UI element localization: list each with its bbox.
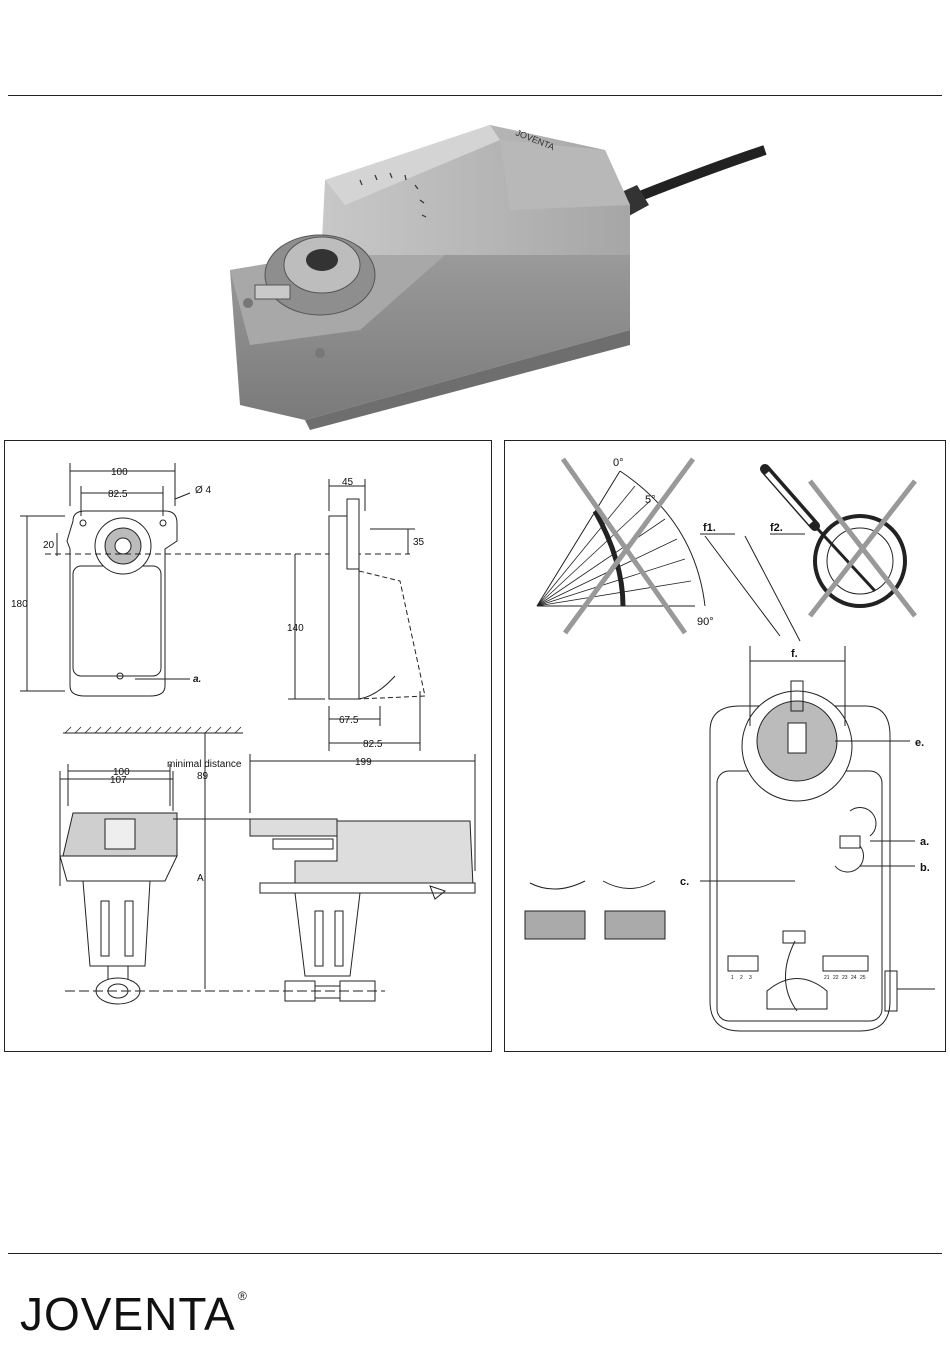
dim-67-5: 67.5 bbox=[339, 715, 359, 726]
footer-rule bbox=[8, 1253, 942, 1254]
terminal-25: 25 bbox=[860, 975, 866, 981]
header-rule bbox=[8, 95, 942, 96]
dim-180: 180 bbox=[11, 599, 28, 610]
label-f1: f1. bbox=[703, 522, 716, 534]
label-e: e. bbox=[915, 737, 924, 749]
label-f2: f2. bbox=[770, 522, 783, 534]
dimension-drawing: 100 82.5 Ø 4 20 180 a. 45 35 140 67.5 82… bbox=[4, 440, 492, 1052]
label-a: a. bbox=[920, 836, 929, 848]
terminal-22: 22 bbox=[833, 975, 839, 981]
min-distance-value: 89 bbox=[197, 771, 209, 782]
terminal-21: 21 bbox=[824, 975, 830, 981]
logo-registered: ® bbox=[238, 1289, 247, 1303]
label-b: b. bbox=[920, 862, 930, 874]
dim-140: 140 bbox=[287, 623, 304, 634]
dim-199: 199 bbox=[355, 757, 372, 768]
terminal-24: 24 bbox=[851, 975, 857, 981]
dim-hole-dia: Ø 4 bbox=[195, 485, 212, 496]
dim-20: 20 bbox=[43, 540, 55, 551]
dim-35: 35 bbox=[413, 537, 425, 548]
dim-82-5-top: 82.5 bbox=[108, 489, 128, 500]
terminal-1: 1 bbox=[731, 975, 734, 981]
dim-82-5-side: 82.5 bbox=[363, 739, 383, 750]
actuator-photo: JOVENTA bbox=[210, 105, 770, 430]
angle-90: 90° bbox=[697, 616, 714, 628]
min-distance-label: minimal distance bbox=[167, 759, 242, 770]
label-c: c. bbox=[680, 876, 689, 888]
dim-45: 45 bbox=[342, 477, 354, 488]
angle-5: 5° bbox=[645, 494, 656, 506]
logo-text: JOVENTA bbox=[20, 1288, 236, 1340]
terminal-23: 23 bbox=[842, 975, 848, 981]
dim-A: A bbox=[197, 873, 204, 884]
joventa-logo: JOVENTA ® bbox=[20, 1282, 260, 1342]
dim-100-top: 100 bbox=[111, 467, 128, 478]
terminal-2: 2 bbox=[740, 975, 743, 981]
angle-0: 0° bbox=[613, 457, 624, 469]
terminal-3: 3 bbox=[749, 975, 752, 981]
adjustment-drawing: 0° 5° 90° f1. f2. f. e. a. b. c. 1 2 3 2… bbox=[504, 440, 946, 1052]
label-f: f. bbox=[791, 648, 798, 660]
dim-100-front: 100 bbox=[113, 767, 130, 778]
label-a-left: a. bbox=[193, 674, 201, 685]
